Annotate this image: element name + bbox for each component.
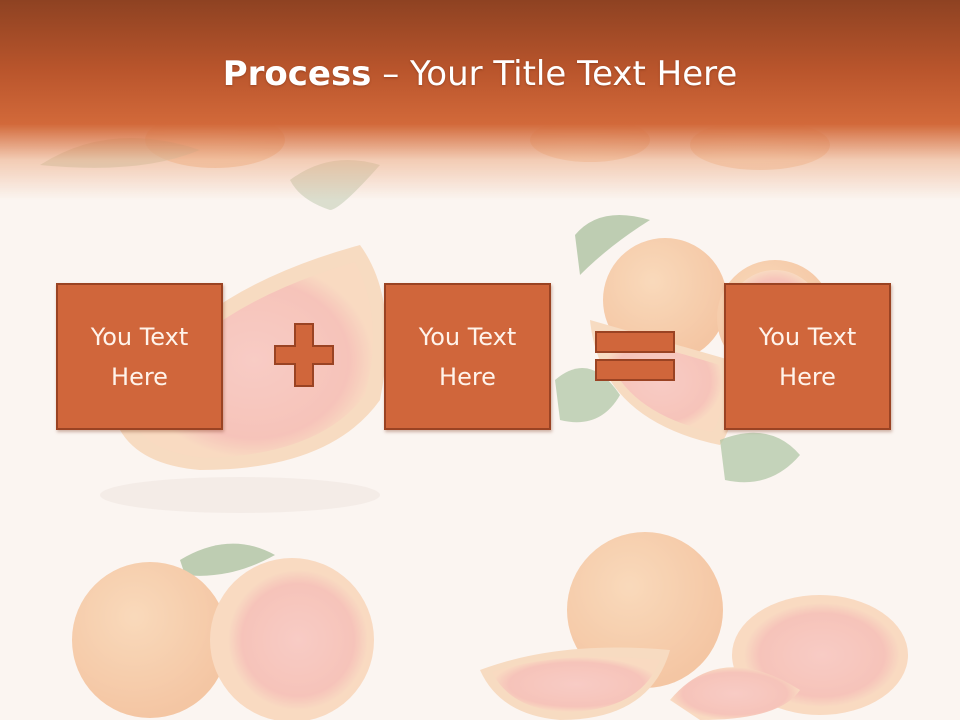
slide-title: Process – Your Title Text Here — [0, 52, 960, 96]
process-box-3-text: You Text Here — [758, 322, 857, 391]
title-bar — [0, 0, 960, 200]
slide-title-bold: Process — [222, 54, 372, 94]
process-box-2-text: You Text Here — [418, 322, 517, 391]
process-box-2[interactable]: You Text Here — [384, 283, 551, 430]
equals-icon — [595, 331, 675, 381]
process-box-1-text: You Text Here — [90, 322, 189, 391]
process-box-3[interactable]: You Text Here — [724, 283, 891, 430]
plus-icon — [274, 323, 334, 387]
slide-title-rest: – Your Title Text Here — [371, 54, 738, 94]
process-box-1[interactable]: You Text Here — [56, 283, 223, 430]
